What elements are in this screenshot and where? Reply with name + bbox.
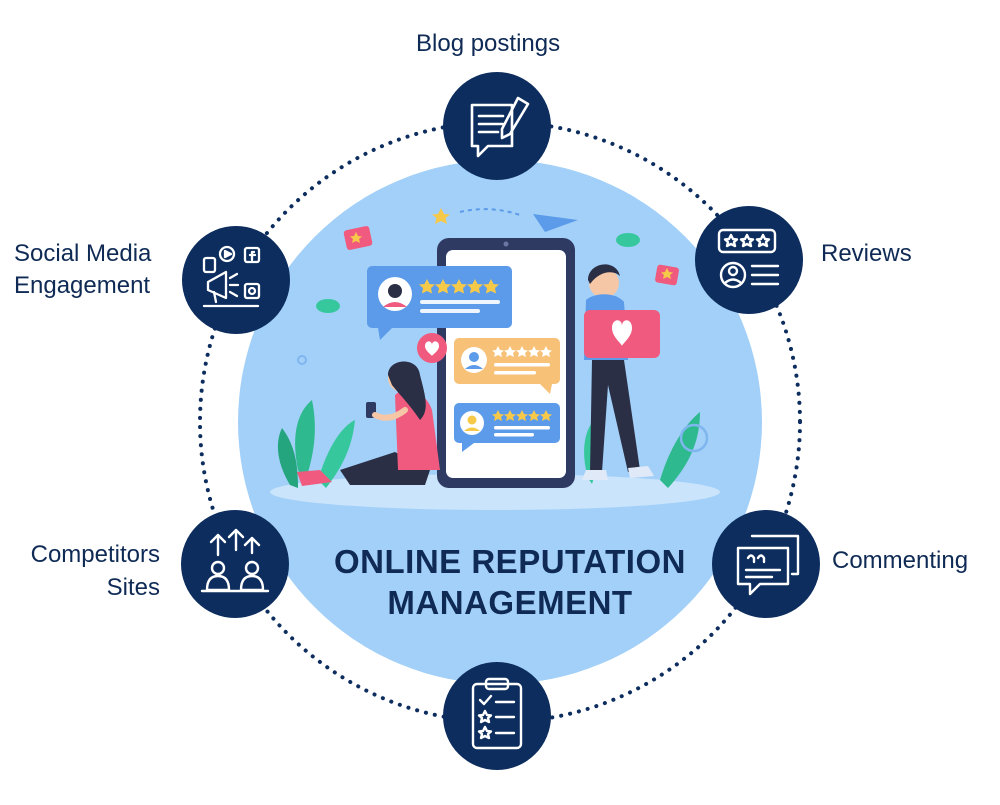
leaf-shape [660, 412, 700, 488]
label-competitors-line2: Sites [106, 574, 160, 601]
label-social-line2: Engagement [14, 272, 151, 299]
man-figure [582, 264, 660, 480]
node-commenting [712, 510, 820, 618]
leaf-shape [295, 400, 315, 482]
label-blog-postings: Blog postings [416, 30, 561, 57]
competitors-icon [200, 528, 270, 593]
node-checklist [443, 662, 551, 770]
label-competitors-line1: Competitors [30, 541, 160, 568]
center-title: ONLINE REPUTATION MANAGEMENT [300, 541, 720, 623]
label-reviews: Reviews [821, 240, 912, 267]
reputation-illustration [277, 208, 709, 488]
label-social-line1: Social Media [14, 240, 152, 267]
checklist-icon [471, 677, 523, 750]
node-competitors-sites [181, 510, 289, 618]
comment-bubbles-icon [736, 534, 800, 596]
center-title-line2: MANAGEMENT [387, 584, 633, 621]
blog-post-icon [470, 96, 530, 158]
leaf-shape [277, 428, 298, 488]
node-social-media [182, 226, 290, 334]
social-media-icon [202, 245, 261, 308]
node-blog-postings [443, 72, 551, 180]
node-reviews [695, 206, 803, 314]
dotted-orbit-ring [198, 120, 802, 724]
center-title-line1: ONLINE REPUTATION [334, 543, 686, 580]
review-stars-icon [717, 228, 780, 289]
label-commenting: Commenting [832, 547, 969, 574]
leaf-shape [318, 420, 355, 488]
paper-plane [533, 214, 578, 232]
woman-figure [297, 361, 440, 486]
